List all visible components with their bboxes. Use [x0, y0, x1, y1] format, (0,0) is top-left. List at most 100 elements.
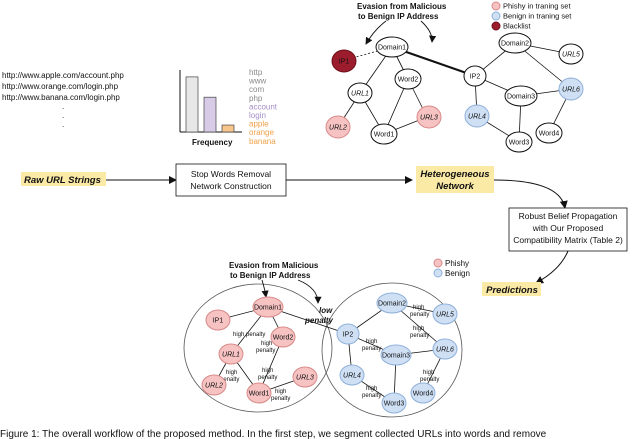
figure-caption: Figure 1: The overall workflow of the pr… — [0, 429, 547, 439]
svg-text:penalty: penalty — [256, 348, 275, 354]
het-label-2: Network — [436, 181, 474, 192]
low-penalty-2: penalty — [304, 316, 334, 325]
low-penalty-1: low — [319, 306, 333, 315]
predictions-label: Predictions — [486, 285, 538, 296]
svg-text:Domain2: Domain2 — [378, 301, 406, 308]
node-ip2: IP2 — [463, 65, 487, 87]
svg-text:URL1: URL1 — [222, 352, 240, 359]
node-word3: Word3 — [381, 392, 407, 414]
raw-url-highlight — [21, 172, 106, 186]
svg-text:high: high — [261, 341, 272, 347]
node-ip1: IP1 — [205, 309, 231, 331]
svg-text:URL5: URL5 — [562, 52, 580, 59]
svg-text:Domain3: Domain3 — [382, 353, 410, 360]
node-url4: URL4 — [339, 364, 365, 386]
freq-bar — [221, 124, 235, 133]
url-item: http://www.orange.com/login.php — [2, 82, 119, 91]
url-list: http://www.apple.com/account.php http://… — [2, 71, 124, 129]
svg-text:Domain3: Domain3 — [507, 94, 535, 101]
freq-bar — [203, 96, 217, 133]
svg-text:IP1: IP1 — [339, 59, 350, 66]
svg-text:high: high — [413, 305, 424, 311]
svg-text:Word3: Word3 — [509, 140, 530, 147]
bottom-annotation: Evasion from Malicious to Benign IP Addr… — [229, 261, 334, 325]
svg-text:URL4: URL4 — [343, 373, 361, 380]
svg-text:URL5: URL5 — [436, 312, 454, 319]
node-url3: URL3 — [292, 366, 318, 388]
node-url1: URL1 — [218, 343, 244, 365]
svg-text:high: high — [262, 368, 273, 374]
ellipsis-dot: . — [62, 111, 64, 120]
svg-text:high: high — [226, 370, 237, 376]
svg-text:Stop Words Removal: Stop Words Removal — [191, 169, 271, 179]
svg-text:Robust Belief Propagation: Robust Belief Propagation — [519, 211, 618, 221]
freq-word: orange — [249, 128, 274, 137]
node-ip1: IP1 — [331, 49, 357, 73]
top-legend: Phishy in traning set Benign in traning … — [491, 1, 572, 31]
freq-word: www — [248, 77, 267, 86]
svg-text:Domain2: Domain2 — [501, 41, 529, 48]
svg-text:IP2: IP2 — [343, 332, 354, 339]
legend-phishy-swatch — [491, 1, 501, 11]
svg-text:high: high — [413, 326, 424, 332]
svg-text:Word1: Word1 — [249, 391, 270, 398]
svg-text:Word4: Word4 — [413, 391, 434, 398]
node-url2: URL2 — [325, 115, 351, 139]
freq-word: com — [249, 85, 264, 94]
svg-text:penalty: penalty — [258, 375, 277, 381]
node-url5: URL5 — [432, 303, 458, 325]
svg-text:penalty: penalty — [220, 377, 239, 383]
node-url5: URL5 — [558, 43, 584, 65]
svg-text:high: high — [366, 339, 377, 345]
ellipsis-dot: . — [62, 120, 64, 129]
frequency-chart: Frequency httpwwwcomphpaccountloginapple… — [179, 68, 278, 147]
node-word1: Word1 — [370, 123, 398, 145]
benign-cluster — [321, 282, 463, 418]
main-flow: Raw URL Strings Stop Words Removal Netwo… — [21, 163, 628, 296]
svg-text:URL6: URL6 — [562, 87, 580, 94]
freq-word: account — [249, 102, 278, 111]
legend-benign-swatch — [433, 268, 443, 278]
penalty-labels: high penalty high penalty high penalty h… — [220, 305, 439, 402]
node-domain2: Domain2 — [376, 292, 408, 314]
svg-text:high: high — [275, 389, 286, 395]
svg-text:URL6: URL6 — [436, 347, 454, 354]
node-url3: URL3 — [416, 105, 442, 129]
url-item: http://www.banana.com/login.php — [2, 93, 120, 102]
svg-text:URL3: URL3 — [420, 115, 438, 122]
svg-text:Benign in traning set: Benign in traning set — [503, 12, 572, 21]
freq-bar — [185, 76, 199, 133]
node-word1: Word1 — [246, 382, 272, 404]
svg-text:Word4: Word4 — [539, 131, 560, 138]
node-domain3: Domain3 — [380, 344, 412, 366]
svg-text:penalty: penalty — [271, 396, 290, 402]
legend-phishy-swatch — [433, 258, 443, 268]
svg-text:Domain1: Domain1 — [254, 305, 282, 312]
svg-text:Phishy in traning set: Phishy in traning set — [503, 2, 571, 11]
freq-word: apple — [249, 120, 269, 129]
svg-text:URL3: URL3 — [296, 375, 314, 382]
node-ip2: IP2 — [336, 323, 360, 345]
svg-text:Blacklist: Blacklist — [503, 22, 531, 31]
legend-blacklist-swatch — [491, 21, 501, 31]
svg-text:penalty: penalty — [420, 377, 439, 383]
svg-text:URL1: URL1 — [351, 91, 369, 98]
node-url2: URL2 — [201, 374, 227, 396]
svg-text:high penalty: high penalty — [233, 332, 265, 338]
top-annotation: Evasion from Malicious to Benign IP Addr… — [357, 2, 447, 45]
svg-text:Network Construction: Network Construction — [190, 181, 272, 191]
svg-text:with Our Proposed: with Our Proposed — [532, 223, 604, 233]
node-domain2: Domain2 — [498, 32, 532, 54]
node-domain3: Domain3 — [504, 85, 538, 107]
node-word4: Word4 — [410, 382, 436, 404]
legend-benign-swatch — [491, 11, 501, 21]
svg-text:Word2: Word2 — [273, 335, 294, 342]
bottom-legend: Phishy Benign — [433, 258, 470, 278]
svg-text:Phishy: Phishy — [445, 259, 469, 268]
svg-text:URL4: URL4 — [468, 114, 486, 121]
node-url4: URL4 — [464, 104, 490, 128]
node-word4: Word4 — [535, 122, 563, 144]
svg-text:IP2: IP2 — [470, 74, 481, 81]
raw-url-label: Raw URL Strings — [24, 175, 101, 186]
